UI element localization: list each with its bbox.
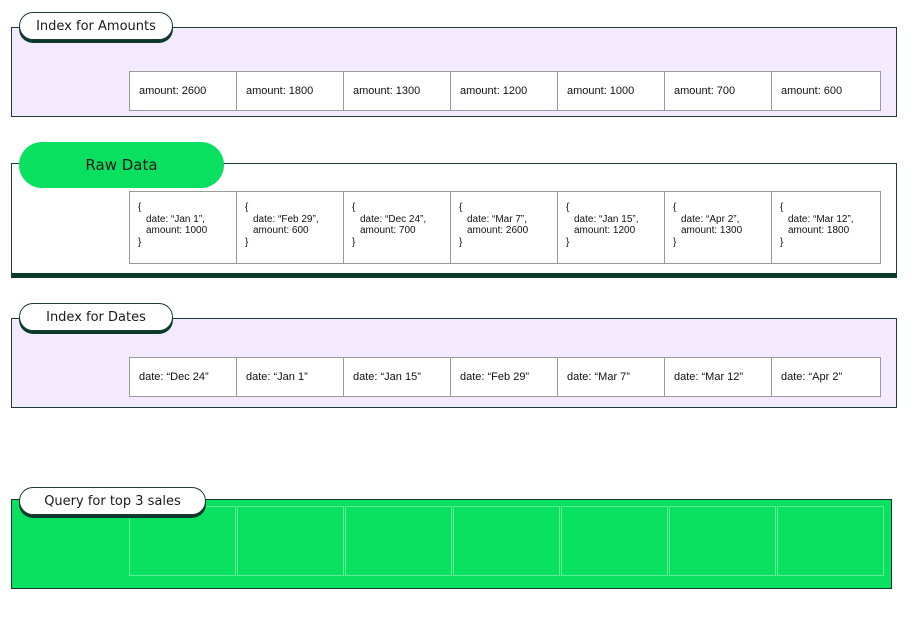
record-open-brace: { [245, 202, 249, 213]
record-date: date: “Mar 12”, [788, 213, 854, 225]
record-amount: amount: 1000 [146, 225, 208, 236]
record-close-brace: } [352, 236, 356, 248]
record-amount: amount: 1300 [681, 225, 743, 236]
record-amount: amount: 2600 [467, 225, 529, 236]
record-date: date: “Dec 24”, [360, 213, 427, 225]
dates-index-cell: date: “Jan 1” [237, 358, 344, 396]
dates-index-cell: date: “Jan 15” [344, 358, 451, 396]
query-slot [777, 506, 884, 576]
record-close-brace: } [245, 236, 249, 248]
dates-index-cell: date: “Mar 7” [558, 358, 665, 396]
query-title: Query for top 3 sales [19, 487, 206, 515]
record-amount: amount: 1800 [788, 225, 850, 236]
amounts-index-cell: amount: 1800 [237, 72, 344, 110]
amounts-index-cell: amount: 700 [665, 72, 772, 110]
record-open-brace: { [459, 202, 463, 213]
record-close-brace: } [138, 236, 142, 248]
raw-record: { date: “Jan 1”,amount: 1000} [130, 192, 237, 263]
dates-index-row: date: “Dec 24” date: “Jan 1” date: “Jan … [129, 357, 881, 397]
query-slot [669, 506, 776, 576]
amounts-index-row: amount: 2600 amount: 1800 amount: 1300 a… [129, 71, 881, 111]
dates-index-title: Index for Dates [19, 303, 173, 331]
record-date: date: “Apr 2”, [681, 213, 740, 225]
raw-record: { date: “Apr 2”,amount: 1300} [665, 192, 772, 263]
raw-record: { date: “Jan 15”,amount: 1200} [558, 192, 665, 263]
amounts-index-cell: amount: 1200 [451, 72, 558, 110]
record-date: date: “Mar 7”, [467, 213, 528, 225]
record-amount: amount: 600 [253, 225, 309, 236]
record-close-brace: } [780, 236, 784, 248]
record-open-brace: { [138, 202, 142, 213]
query-slot [453, 506, 560, 576]
record-open-brace: { [566, 202, 570, 213]
record-close-brace: } [566, 236, 570, 248]
dates-index-cell: date: “Apr 2” [781, 371, 843, 383]
query-slot [237, 506, 344, 576]
record-amount: amount: 1200 [574, 225, 636, 236]
record-date: date: “Jan 1”, [146, 213, 205, 225]
raw-record: { date: “Mar 12”,amount: 1800} [772, 192, 880, 263]
query-slot [345, 506, 452, 576]
dates-index-cell: date: “Feb 29” [451, 358, 558, 396]
amounts-index-cell: amount: 1300 [344, 72, 451, 110]
record-open-brace: { [352, 202, 356, 213]
raw-data-row: { date: “Jan 1”,amount: 1000} { date: “Feb… [129, 191, 881, 264]
query-result-slots [129, 506, 885, 576]
dates-index-cell: date: “Dec 24” [130, 358, 237, 396]
record-amount: amount: 700 [360, 225, 416, 236]
raw-record: { date: “Dec 24”,amount: 700} [344, 192, 451, 263]
record-open-brace: { [673, 202, 677, 213]
amounts-index-title: Index for Amounts [19, 12, 173, 40]
dates-index-cell: date: “Mar 12” [665, 358, 772, 396]
record-date: date: “Feb 29”, [253, 213, 319, 225]
amounts-index-cell: amount: 2600 [130, 72, 237, 110]
raw-record: { date: “Feb 29”,amount: 600} [237, 192, 344, 263]
raw-data-title: Raw Data [19, 142, 224, 188]
amounts-index-cell: amount: 600 [781, 85, 843, 97]
query-slot [129, 506, 236, 576]
record-close-brace: } [673, 236, 677, 248]
record-close-brace: } [459, 236, 463, 248]
raw-record: { date: “Mar 7”,amount: 2600} [451, 192, 558, 263]
amounts-index-cell: amount: 1000 [558, 72, 665, 110]
record-open-brace: { [780, 202, 784, 213]
query-slot [561, 506, 668, 576]
record-date: date: “Jan 15”, [574, 213, 639, 225]
